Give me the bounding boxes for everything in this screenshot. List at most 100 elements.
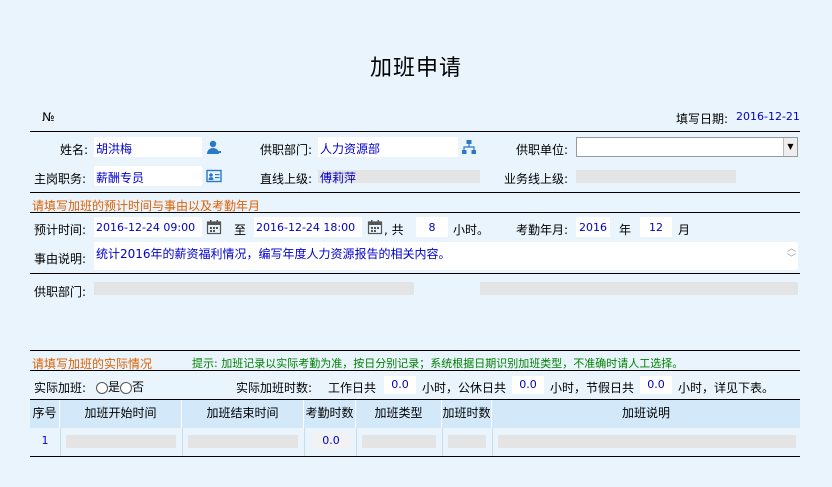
dept-value: 人力资源部 — [320, 142, 381, 156]
row-end-field[interactable] — [188, 435, 298, 448]
dept2-field[interactable] — [94, 282, 414, 295]
cell-divider — [304, 428, 305, 456]
cell-divider — [356, 428, 357, 456]
cell-divider — [60, 428, 61, 456]
end-time-value: 2016-12-24 18:00 — [256, 221, 356, 234]
year-field[interactable]: 2016 — [576, 217, 610, 237]
workday-hours-value: 0.0 — [391, 378, 409, 391]
person-icon[interactable] — [206, 139, 222, 155]
to-label: 至 — [234, 223, 247, 237]
divider — [30, 131, 800, 132]
superior-field[interactable]: 傅莉萍 — [318, 170, 480, 185]
attend-month-label: 考勤年月: — [516, 223, 569, 237]
year-value: 2016 — [579, 221, 607, 234]
col-header-end: 加班结束时间 — [182, 400, 304, 428]
dept2-label: 供职部门: — [34, 285, 87, 299]
cell-divider — [182, 428, 183, 456]
post-field[interactable]: 薪酬专员 — [94, 166, 202, 186]
row-index: 1 — [41, 434, 49, 447]
year-unit: 年 — [619, 223, 632, 237]
reason-textarea[interactable]: 统计2016年的薪资福利情况，编写年度人力资源报告的相关内容。 ︿﹀ — [94, 242, 798, 270]
workday-label: 工作日共 — [328, 381, 377, 395]
unit-label: 供职单位: — [516, 143, 569, 157]
rest-hours-value: 0.0 — [519, 378, 537, 391]
name-field[interactable]: 胡洪梅 — [94, 137, 202, 157]
actual-overtime-label: 实际加班: — [34, 381, 87, 395]
row-start-field[interactable] — [66, 435, 176, 448]
row-overtime-hours-field[interactable] — [448, 435, 486, 448]
actual-radio-group: 是否 — [96, 378, 144, 395]
superior-value: 傅莉萍 — [320, 171, 357, 185]
chevron-down-icon[interactable]: ▼ — [783, 138, 797, 156]
planned-time-label: 预计时间: — [34, 223, 87, 237]
actual-section-title: 请填写加班的实际情况 — [32, 357, 153, 371]
superior-label: 直线上级: — [260, 172, 313, 186]
holiday-label: 小时，节假日共 — [550, 381, 635, 395]
dept2-extra-field[interactable] — [480, 282, 798, 295]
col-header-index: 序号 — [30, 400, 60, 428]
cell-divider — [442, 428, 443, 456]
rest-label: 小时，公休日共 — [422, 381, 507, 395]
biz-superior-field[interactable] — [576, 170, 736, 183]
end-time-field[interactable]: 2016-12-24 18:00 — [254, 217, 362, 237]
divider — [30, 192, 800, 193]
divider — [30, 212, 800, 213]
table-header: 序号 加班开始时间 加班结束时间 考勤时数 加班类型 加班时数 加班说明 — [30, 400, 800, 428]
actual-hours-label: 实际加班时数: — [236, 381, 313, 395]
table-row: 1 0.0 — [30, 428, 800, 456]
yes-label: 是 — [108, 380, 121, 394]
org-chart-icon[interactable] — [461, 139, 477, 155]
start-time-value: 2016-12-24 09:00 — [96, 221, 196, 234]
col-header-attend-hours: 考勤时数 — [304, 400, 356, 428]
total-prefix: , 共 — [384, 223, 404, 237]
col-header-type: 加班类型 — [356, 400, 442, 428]
holiday-hours-value: 0.0 — [647, 378, 665, 391]
fill-date-value: 2016-12-21 — [736, 110, 800, 123]
dept-label: 供职部门: — [260, 143, 313, 157]
divider — [30, 456, 800, 457]
workday-hours-field[interactable]: 0.0 — [384, 376, 416, 394]
row-type-field[interactable] — [362, 435, 436, 448]
post-value: 薪酬专员 — [96, 171, 145, 185]
plan-section-title: 请填写加班的预计时间与事由以及考勤年月 — [32, 199, 261, 213]
calendar-icon[interactable] — [367, 219, 383, 235]
col-header-start: 加班开始时间 — [60, 400, 182, 428]
hours-unit: 小时。 — [453, 223, 490, 237]
start-time-field[interactable]: 2016-12-24 09:00 — [94, 217, 202, 237]
hours-field[interactable]: 8 — [416, 217, 448, 237]
serial-number-label: № — [42, 110, 55, 124]
id-card-icon[interactable] — [206, 168, 222, 184]
no-radio[interactable] — [120, 381, 133, 394]
divider — [30, 273, 800, 274]
post-label: 主岗职务: — [34, 172, 87, 186]
yes-radio[interactable] — [96, 381, 108, 394]
reason-value: 统计2016年的薪资福利情况，编写年度人力资源报告的相关内容。 — [96, 247, 451, 261]
hours-value: 8 — [428, 221, 436, 234]
col-header-overtime-hours: 加班时数 — [442, 400, 492, 428]
row-attend-hours: 0.0 — [312, 433, 350, 449]
divider — [30, 350, 800, 351]
rest-hours-field[interactable]: 0.0 — [512, 376, 544, 394]
name-label: 姓名: — [60, 143, 89, 157]
biz-superior-label: 业务线上级: — [504, 172, 569, 186]
cell-divider — [492, 428, 493, 456]
tail-label: 小时，详见下表。 — [678, 381, 775, 395]
calendar-icon[interactable] — [206, 219, 222, 235]
holiday-hours-field[interactable]: 0.0 — [640, 376, 672, 394]
page-title: 加班申请 — [369, 56, 462, 81]
no-label: 否 — [132, 380, 145, 394]
scroll-arrows-icon[interactable]: ︿﹀ — [786, 244, 796, 264]
divider — [30, 370, 800, 371]
unit-select[interactable]: ▼ — [576, 137, 798, 157]
hint-text: 提示: 加班记录以实际考勤为准，按日分别记录；系统根据日期识别加班类型，不准确时… — [192, 357, 684, 370]
fill-date-label: 填写日期: — [676, 112, 729, 126]
col-header-desc: 加班说明 — [621, 406, 670, 420]
name-value: 胡洪梅 — [96, 142, 133, 156]
month-value: 12 — [649, 221, 663, 234]
divider — [30, 399, 800, 400]
month-unit: 月 — [678, 223, 691, 237]
dept-field[interactable]: 人力资源部 — [318, 137, 458, 157]
row-desc-field[interactable] — [498, 435, 796, 448]
reason-label: 事由说明: — [34, 252, 87, 266]
month-field[interactable]: 12 — [640, 217, 672, 237]
